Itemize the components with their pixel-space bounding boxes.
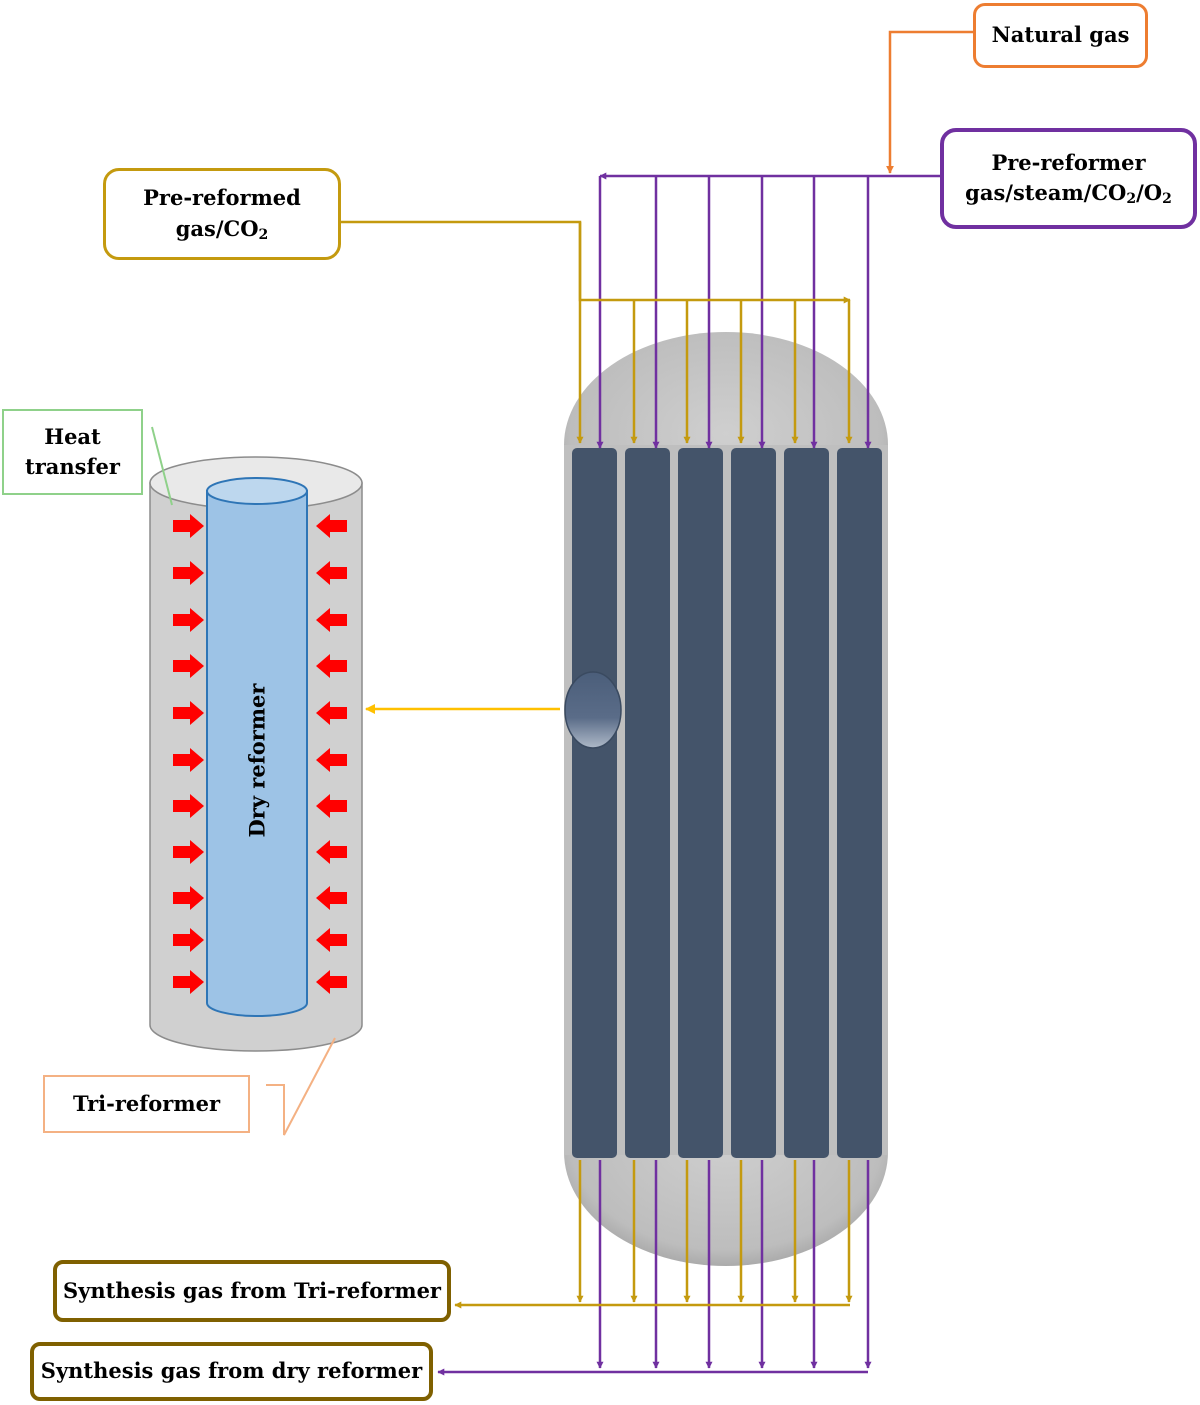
sample-tube-detail	[564, 671, 622, 749]
heat-transfer-label: Heat transfer	[2, 409, 143, 495]
pre-reformer-sub-b: 2	[1162, 191, 1172, 208]
heat-transfer-arrow-icon	[316, 561, 347, 585]
pre-reformed-gas-label: Pre-reformed gas/CO2	[103, 168, 341, 260]
heat-arrows-left	[173, 514, 204, 994]
heat-transfer-arrow-icon	[316, 701, 347, 725]
reactor-shell	[564, 445, 888, 1155]
heat-transfer-arrow-icon	[316, 970, 347, 994]
heat-transfer-arrow-icon	[316, 608, 347, 632]
tri-reformer-leader	[266, 1037, 336, 1136]
heat-transfer-arrow-icon	[173, 701, 204, 725]
natural-gas-label: Natural gas	[973, 3, 1148, 68]
dry-reformer-tube-top	[206, 477, 308, 505]
heat-transfer-arrow-icon	[173, 561, 204, 585]
heat-arrows-right	[316, 514, 347, 994]
heat-transfer-arrow-icon	[173, 748, 204, 772]
pre-reformed-sub-a: 2	[258, 226, 269, 243]
heat-transfer-arrow-icon	[316, 928, 347, 952]
pre-reformer-line-2: gas/steam/CO2/O2	[965, 178, 1172, 209]
heat-transfer-arrow-icon	[173, 608, 204, 632]
tri-reformer-cross-section	[149, 456, 363, 1052]
heat-transfer-arrow-icon	[316, 886, 347, 910]
reactor-tubes	[572, 448, 882, 1158]
pre-reformer-line-1: Pre-reformer	[991, 149, 1146, 175]
reactor-tube	[625, 448, 670, 1158]
heat-transfer-arrow-icon	[173, 886, 204, 910]
heat-transfer-arrow-icon	[173, 928, 204, 952]
heat-transfer-arrow-icon	[316, 794, 347, 818]
heat-transfer-arrow-icon	[316, 748, 347, 772]
syngas-tri-reformer-label: Synthesis gas from Tri-reformer	[53, 1260, 451, 1322]
reactor-tube	[572, 448, 617, 1158]
reactor-tube	[731, 448, 776, 1158]
dry-reformer-text: Dry reformer	[244, 683, 270, 837]
pre-reformer-text-b: /O	[1136, 180, 1163, 206]
natural-gas-text: Natural gas	[991, 22, 1130, 48]
pre-reformed-gas-manifold	[341, 220, 853, 1309]
reactor-tube	[678, 448, 723, 1158]
pre-reformed-line-2: gas/CO2	[176, 214, 269, 245]
heat-transfer-line-2: transfer	[25, 454, 120, 479]
heat-transfer-leader	[151, 426, 173, 506]
pre-reformed-text-a: gas/CO	[175, 215, 259, 241]
dry-reformer-tube	[206, 490, 308, 1017]
tri-reformer-text: Tri-reformer	[72, 1090, 221, 1116]
heat-transfer-arrow-icon	[173, 970, 204, 994]
pre-reformer-gas-label: Pre-reformer gas/steam/CO2/O2	[940, 128, 1197, 229]
pre-reformed-line-1: Pre-reformed	[143, 185, 301, 211]
reactor-vessel	[564, 332, 888, 1266]
heat-transfer-arrow-icon	[173, 794, 204, 818]
syngas-tri-reformer-text: Synthesis gas from Tri-reformer	[63, 1277, 441, 1303]
pre-reformer-gas-manifold	[437, 172, 940, 1376]
heat-transfer-arrow-icon	[173, 654, 204, 678]
pre-reformer-sub-a: 2	[1126, 191, 1137, 208]
heat-transfer-line-1: Heat	[44, 423, 101, 449]
natural-gas-feed-line	[886, 30, 973, 174]
heat-transfer-arrow-icon	[316, 654, 347, 678]
heat-transfer-arrow-icon	[173, 514, 204, 538]
reactor-tube	[784, 448, 829, 1158]
syngas-dry-reformer-text: Synthesis gas from dry reformer	[40, 1358, 423, 1384]
heat-transfer-arrow-icon	[173, 840, 204, 864]
dry-reformer-label: Dry reformer	[207, 683, 307, 837]
reactor-tube	[837, 448, 882, 1158]
syngas-dry-reformer-label: Synthesis gas from dry reformer	[30, 1342, 433, 1401]
heat-transfer-arrow-icon	[316, 840, 347, 864]
tri-reformer-label: Tri-reformer	[43, 1075, 250, 1133]
pre-reformer-text-a: gas/steam/CO	[965, 180, 1127, 206]
heat-transfer-arrow-icon	[316, 514, 347, 538]
